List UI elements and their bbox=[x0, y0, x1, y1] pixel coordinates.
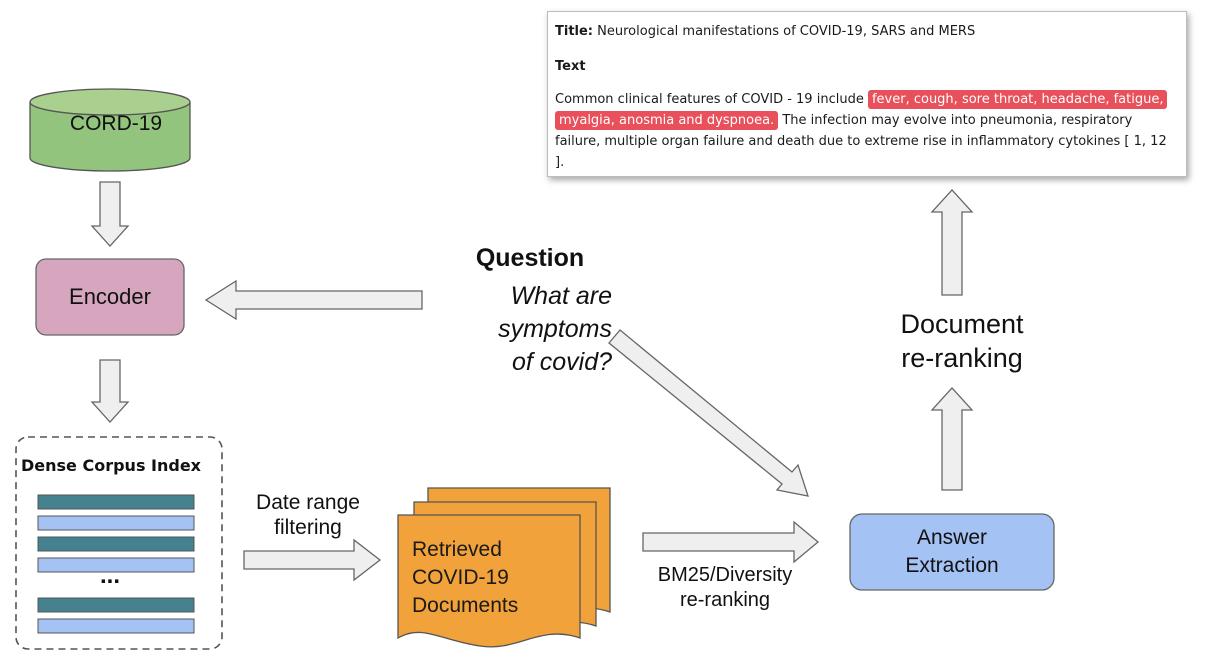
arrow-question-to-answer bbox=[608, 329, 809, 497]
dense-index-box bbox=[15, 436, 223, 650]
bm25-line1: BM25/Diversity bbox=[657, 564, 793, 586]
arrow-answer-to-rerank bbox=[930, 387, 974, 491]
index-bar bbox=[37, 515, 195, 531]
encoder-box bbox=[35, 258, 185, 336]
document-text-heading: Text bbox=[555, 59, 586, 74]
index-bar bbox=[37, 494, 195, 510]
date-label-line2: filtering bbox=[274, 516, 342, 539]
retrieved-line3: Documents bbox=[412, 594, 519, 617]
arrow-db-to-encoder bbox=[90, 181, 130, 247]
document-text-before: Common clinical features of COVID - 19 i… bbox=[555, 92, 864, 107]
retrieved-documents-stack bbox=[397, 487, 611, 648]
arrow-encoder-to-index bbox=[90, 359, 130, 423]
rerank-line2: re-ranking bbox=[901, 343, 1023, 373]
document-body: Common clinical features of COVID - 19 i… bbox=[555, 89, 1176, 173]
cord19-database bbox=[29, 88, 191, 172]
retrieved-line1: Retrieved bbox=[412, 538, 502, 561]
document-text-after: The infection may evolve into pneumonia,… bbox=[555, 113, 1167, 170]
question-text: What are symptoms of covid? bbox=[440, 280, 612, 379]
question-heading: Question bbox=[475, 244, 585, 272]
document-reranking-label: Document re-ranking bbox=[862, 307, 1062, 375]
index-bar bbox=[37, 618, 195, 634]
arrow-rerank-to-card bbox=[930, 189, 974, 296]
encoder-label: Encoder bbox=[69, 284, 151, 309]
arrow-question-to-encoder bbox=[204, 279, 423, 321]
date-label-line1: Date range bbox=[256, 491, 360, 514]
question-line2: symptoms bbox=[498, 315, 612, 343]
index-bar bbox=[37, 597, 195, 613]
bm25-reranking-label: BM25/Diversity re-ranking bbox=[630, 563, 820, 613]
dense-index-title: Dense Corpus Index bbox=[21, 456, 201, 475]
document-title: Neurological manifestations of COVID-19,… bbox=[597, 24, 976, 39]
retrieved-documents-label: Retrieved COVID-19 Documents bbox=[412, 536, 552, 620]
date-range-filtering-label: Date range filtering bbox=[228, 490, 388, 540]
document-card: Title: Neurological manifestations of CO… bbox=[547, 11, 1187, 177]
cord19-label: CORD-19 bbox=[69, 112, 163, 135]
question-line1: What are bbox=[510, 282, 612, 310]
answer-extraction-box bbox=[849, 513, 1055, 591]
index-bar bbox=[37, 536, 195, 552]
answer-line1: Answer bbox=[916, 526, 988, 549]
answer-line2: Extraction bbox=[905, 554, 999, 577]
question-line3: of covid? bbox=[511, 348, 612, 376]
index-bar bbox=[37, 557, 195, 573]
bm25-line2: re-ranking bbox=[679, 589, 771, 611]
document-title-row: Title: Neurological manifestations of CO… bbox=[555, 23, 1176, 41]
dense-index-ellipsis: ... bbox=[100, 562, 121, 589]
document-title-label: Title: bbox=[555, 24, 594, 39]
rerank-line1: Document bbox=[900, 309, 1024, 339]
arrow-index-to-retrieved bbox=[243, 538, 382, 582]
arrow-retrieved-to-answer bbox=[642, 520, 820, 564]
retrieved-line2: COVID-19 bbox=[412, 566, 509, 589]
answer-extraction-label: Answer Extraction bbox=[850, 524, 1054, 580]
